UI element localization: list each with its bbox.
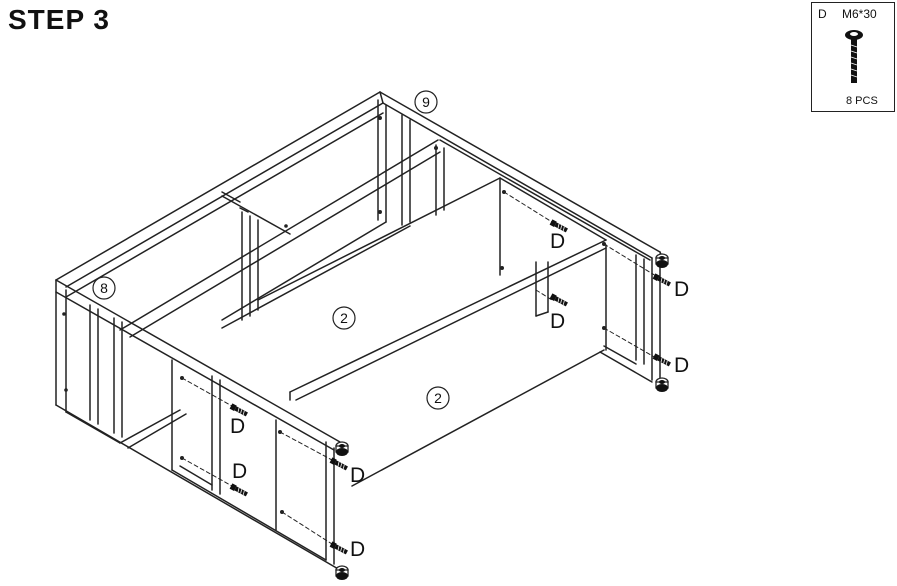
screw-label: D bbox=[674, 278, 689, 301]
panel-lower bbox=[289, 247, 607, 487]
screw-label: D bbox=[550, 310, 565, 333]
panel-upper bbox=[257, 177, 607, 393]
screws bbox=[230, 219, 672, 555]
callout-panel-lower: 2 bbox=[434, 390, 442, 406]
callout-panel-upper: 2 bbox=[340, 310, 348, 326]
callout-frame-8: 8 bbox=[100, 280, 108, 296]
right-end-frame bbox=[379, 91, 665, 383]
back-frame bbox=[55, 91, 445, 338]
callout-frame-9: 9 bbox=[422, 94, 430, 110]
part-code: D bbox=[818, 7, 827, 21]
bolt-icon bbox=[845, 30, 863, 83]
screw-label: D bbox=[350, 538, 365, 561]
screw-label: D bbox=[350, 464, 365, 487]
parts-legend-box: D M6*30 8 PCS bbox=[811, 2, 895, 112]
screw-label: D bbox=[674, 354, 689, 377]
screw-label: D bbox=[550, 230, 565, 253]
screw-label: D bbox=[230, 415, 245, 438]
center-post bbox=[535, 261, 549, 317]
leg-feet bbox=[335, 253, 669, 581]
step-title: STEP 3 bbox=[8, 4, 110, 35]
part-quantity: 8 PCS bbox=[846, 95, 878, 107]
part-spec: M6*30 bbox=[842, 7, 877, 21]
screw-label: D bbox=[232, 460, 247, 483]
front-frame bbox=[55, 279, 341, 571]
